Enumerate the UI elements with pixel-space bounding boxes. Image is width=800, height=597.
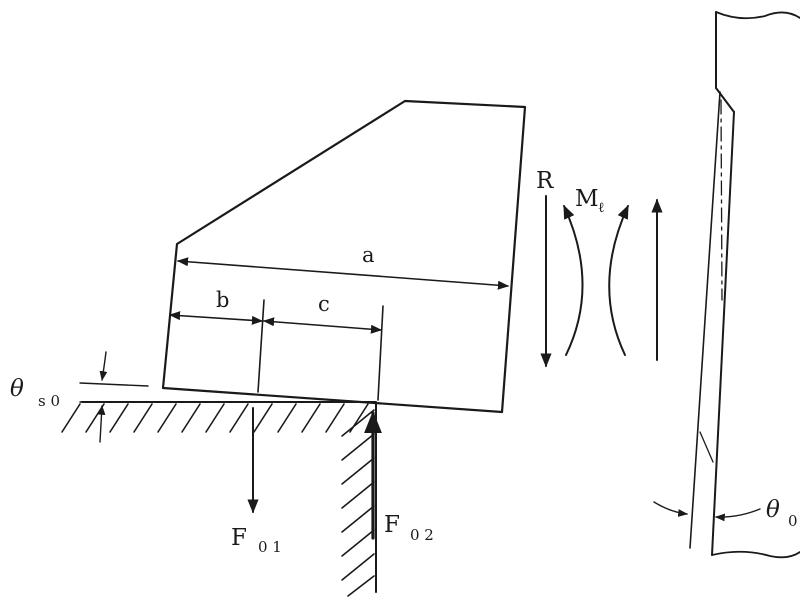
label-r: R <box>536 168 554 194</box>
theta-0-arrow-left <box>653 501 688 517</box>
block-outline <box>161 99 527 414</box>
right-wall-break-top <box>715 11 800 20</box>
label-f01: F <box>231 525 247 551</box>
label-m-subscript: ℓ <box>598 200 605 216</box>
tick-line-b <box>257 299 265 393</box>
right-wall-lower-segment <box>711 111 735 556</box>
label-a: a <box>362 243 375 267</box>
theta-s0-ref-line <box>79 382 149 387</box>
right-wall-break-bottom <box>711 550 800 559</box>
label-theta-s0: θ <box>10 376 24 402</box>
label-theta-s0-subscript: s 0 <box>38 392 60 410</box>
label-f02: F <box>384 512 400 538</box>
right-wall-dash <box>699 431 714 463</box>
label-theta-0: θ <box>766 497 780 523</box>
theta-0-arrow-right <box>715 508 761 522</box>
label-theta-0-subscript: 0 <box>788 512 798 530</box>
ground-hatching <box>61 403 369 433</box>
tick-line-c <box>377 305 384 401</box>
theta-s0-arrow-top <box>99 351 108 381</box>
right-wall-kink <box>715 87 735 113</box>
centerline-dashed <box>720 99 723 301</box>
moment-arc-right <box>608 204 629 356</box>
label-m: M <box>575 186 599 212</box>
theta-s0-arrow-bottom <box>97 405 106 443</box>
label-f02-subscript: 0 2 <box>410 526 434 544</box>
dimension-b <box>168 311 264 325</box>
moment-arc-left <box>563 204 584 356</box>
dimension-c <box>262 317 383 334</box>
dimension-a <box>176 257 510 290</box>
wall-hatching <box>341 409 375 597</box>
label-f01-subscript: 0 1 <box>258 538 282 556</box>
label-b: b <box>216 288 229 312</box>
label-c: c <box>318 292 330 316</box>
tilted-reference-line <box>689 91 721 549</box>
